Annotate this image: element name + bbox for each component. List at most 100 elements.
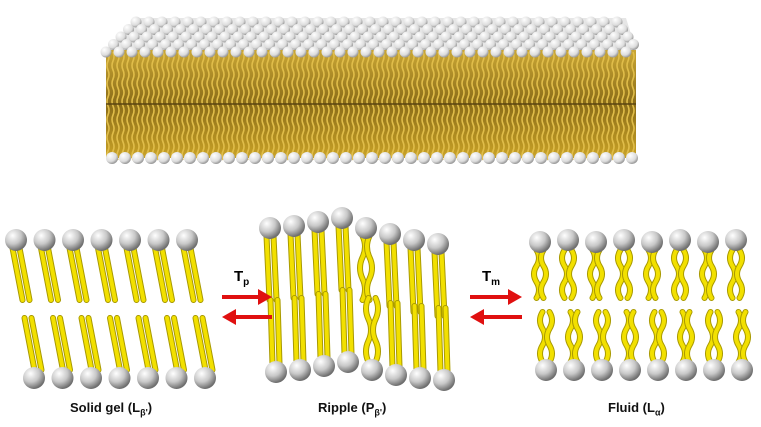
membrane-head	[581, 46, 593, 58]
membrane-tail	[466, 105, 470, 161]
membrane-head	[126, 46, 138, 58]
membrane-tail	[296, 105, 300, 161]
lipid-tail	[67, 246, 82, 302]
membrane-tail	[236, 51, 240, 107]
membrane-tail	[331, 105, 335, 161]
membrane-bottom-heads	[106, 152, 638, 164]
lipid-tail	[165, 316, 179, 372]
lipid-head	[379, 223, 401, 245]
membrane-tail	[191, 105, 195, 161]
membrane-tail	[246, 105, 250, 161]
membrane-tail	[206, 105, 210, 161]
membrane-tail	[476, 105, 480, 161]
lipid-head	[403, 229, 425, 251]
arrowhead-back-tm	[470, 309, 484, 325]
lipid-tail	[573, 310, 582, 364]
membrane-head	[243, 46, 255, 58]
membrane-head	[386, 46, 398, 58]
lipid-tail	[143, 316, 158, 372]
membrane-head	[607, 46, 619, 58]
membrane-tail	[511, 51, 515, 107]
membrane-tail	[131, 51, 135, 107]
membrane-head	[555, 46, 567, 58]
membrane-tail	[581, 51, 585, 107]
membrane-tail	[546, 51, 550, 107]
membrane-tail	[551, 105, 555, 161]
membrane-tail	[121, 51, 125, 107]
lipid-tail	[415, 246, 423, 314]
membrane-tail	[106, 51, 110, 107]
membrane-head	[379, 152, 391, 164]
membrane-tail	[616, 51, 620, 107]
membrane-head	[288, 152, 300, 164]
membrane-head	[191, 46, 203, 58]
membrane-tail	[186, 105, 190, 161]
lipid-tail	[685, 310, 694, 364]
lipid-tail	[741, 310, 750, 364]
membrane-tail	[196, 105, 200, 161]
lipid-head	[337, 351, 359, 373]
membrane-tail	[291, 105, 295, 161]
membrane-tail	[616, 105, 620, 161]
membrane-tail	[246, 51, 250, 107]
phase-label-fluid: Fluid (Lα)	[608, 400, 665, 418]
arrowhead-forward-tp	[258, 289, 272, 305]
lipid-head	[585, 231, 607, 253]
lipid-head	[427, 233, 449, 255]
membrane-head	[373, 46, 385, 58]
membrane-head	[542, 46, 554, 58]
lipid-head	[731, 359, 753, 381]
lipid-tail	[39, 246, 53, 302]
lipid-tail	[384, 240, 392, 308]
membrane-tail	[561, 105, 565, 161]
membrane-tail	[481, 51, 485, 107]
membrane-head	[314, 152, 326, 164]
lipid-tail	[336, 224, 344, 292]
lipid-head	[289, 359, 311, 381]
lipid-tail	[707, 248, 716, 300]
lipid-tail	[371, 296, 380, 364]
lipid-head	[361, 359, 383, 381]
membrane-tail	[301, 51, 305, 107]
membrane-head	[106, 152, 118, 164]
membrane-tail	[211, 51, 215, 107]
membrane-head	[197, 152, 209, 164]
membrane-head	[217, 46, 229, 58]
membrane-tail	[386, 51, 390, 107]
membrane-tail	[516, 51, 520, 107]
membrane-tail	[576, 51, 580, 107]
membrane-tail	[251, 51, 255, 107]
lipid-head	[313, 355, 335, 377]
membrane-3d-block	[100, 16, 639, 164]
lipid-head	[385, 364, 407, 386]
lipid-tail	[443, 306, 450, 374]
lipid-tail	[271, 234, 279, 302]
membrane-tail	[371, 51, 375, 107]
membrane-tail	[586, 51, 590, 107]
membrane-tail	[126, 105, 130, 161]
membrane-tail	[611, 51, 615, 107]
membrane-tail	[581, 105, 585, 161]
membrane-head	[405, 152, 417, 164]
lipid-tail	[295, 232, 303, 300]
membrane-tail	[521, 105, 525, 161]
membrane-head	[366, 152, 378, 164]
membrane-tail	[261, 51, 265, 107]
membrane-tail	[371, 105, 375, 161]
lipid-tail	[288, 232, 296, 300]
membrane-head	[100, 46, 112, 58]
lipid-tail	[96, 246, 110, 302]
membrane-tail	[401, 51, 405, 107]
membrane-tail	[496, 51, 500, 107]
lipid-head	[23, 367, 45, 389]
lipid-tail	[412, 304, 419, 372]
membrane-tail	[311, 105, 315, 161]
lipid-tail	[181, 246, 196, 302]
membrane-tail	[261, 105, 265, 161]
lipid-tail	[312, 228, 320, 296]
membrane-tail	[541, 105, 545, 161]
lipid-tail	[343, 224, 351, 292]
membrane-tail	[346, 51, 350, 107]
lipid-head	[725, 229, 747, 251]
lipid-tail	[408, 246, 416, 314]
